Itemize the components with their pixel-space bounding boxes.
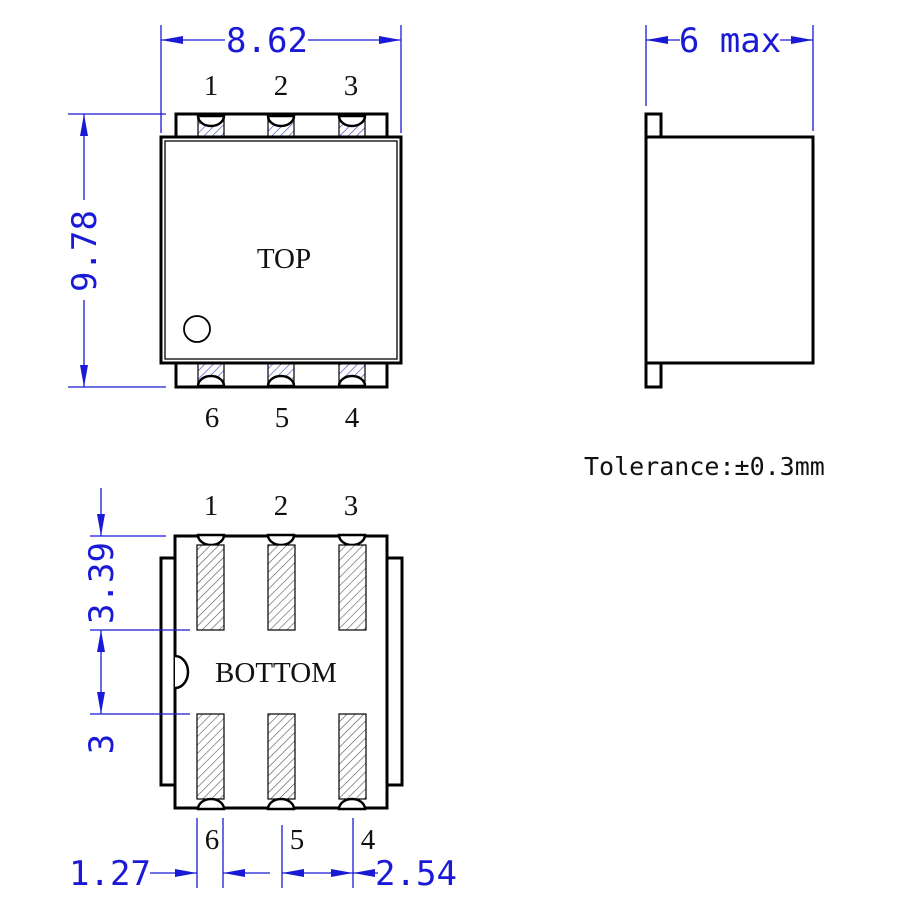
top-view-pin-tabs	[174, 112, 389, 389]
side-view: 6 max	[644, 21, 815, 389]
bottom-view: BOTTOM 1 2 3 6 5 4 3.39 3	[69, 488, 457, 894]
bottom-pin-2: 2	[274, 490, 289, 522]
top-pin-2: 2	[274, 70, 289, 102]
pin1-marker	[183, 315, 211, 343]
bottom-label: BOTTOM	[215, 657, 337, 689]
dim-width: 8.62	[160, 21, 402, 133]
dim-side-height-value: 6 max	[679, 21, 781, 61]
dim-pad-length-value: 3.39	[82, 542, 122, 624]
bottom-pin-3: 3	[344, 490, 359, 522]
dim-pad-length: 3.39	[82, 488, 190, 715]
bottom-pads-upper	[196, 544, 367, 631]
dim-pin-offset: 1.27	[69, 818, 354, 894]
bottom-pin-5: 5	[290, 824, 305, 856]
dim-pitch-value: 2.54	[375, 854, 457, 894]
top-pin-5: 5	[275, 402, 290, 434]
dim-height: 9.78	[65, 113, 166, 388]
top-pin-6: 6	[205, 402, 220, 434]
side-view-body	[644, 135, 815, 365]
dim-pitch: 2.54	[282, 854, 457, 894]
dim-pin-offset-value: 1.27	[69, 854, 151, 894]
tolerance-note: Tolerance:±0.3mm	[584, 452, 825, 481]
top-pin-1: 1	[204, 70, 219, 102]
bottom-pads-lower	[196, 713, 367, 800]
bottom-pin-6: 6	[205, 824, 220, 856]
dim-pad-gap-value: 3	[82, 734, 122, 754]
top-pin-3: 3	[344, 70, 359, 102]
dim-height-value: 9.78	[65, 210, 105, 292]
top-pin-4: 4	[345, 402, 360, 434]
dim-side-height: 6 max	[645, 21, 814, 131]
bottom-pin-1: 1	[204, 490, 219, 522]
top-label: TOP	[257, 243, 311, 275]
top-view: TOP 1 2 3 6 5 4 8.62 9.78	[65, 21, 403, 434]
dim-width-value: 8.62	[226, 21, 308, 61]
dim-pad-gap: 3	[82, 734, 122, 754]
bottom-pin-4: 4	[361, 824, 376, 856]
